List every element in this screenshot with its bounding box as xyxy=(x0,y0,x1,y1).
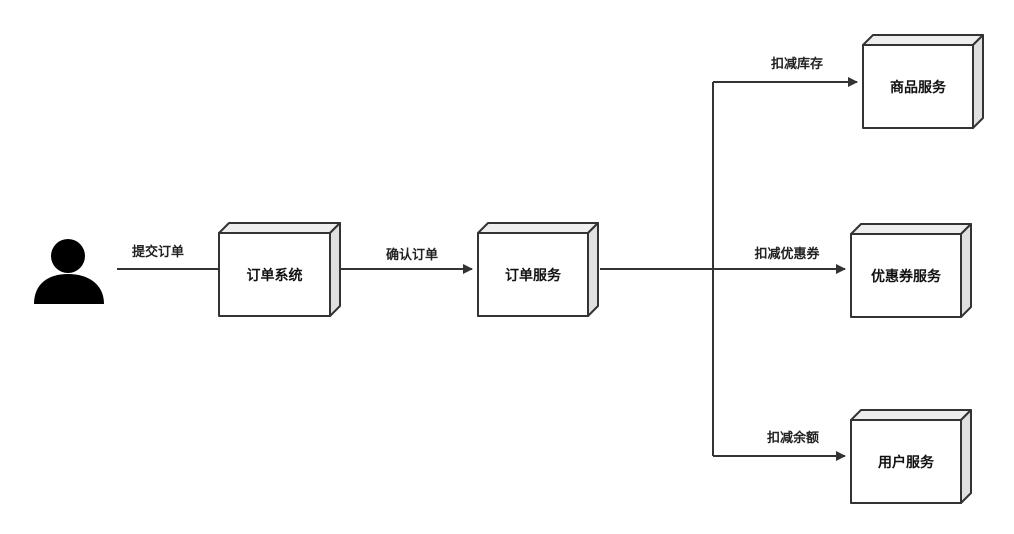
edge-label-confirm-order: 确认订单 xyxy=(386,247,438,263)
connectors xyxy=(117,77,858,461)
edge-label-deduct-coupon: 扣减优惠券 xyxy=(754,246,820,262)
node-user-service[interactable] xyxy=(850,409,972,504)
edge-label-deduct-stock: 扣减库存 xyxy=(771,56,823,72)
node-order-system[interactable] xyxy=(218,222,341,317)
node-order-service[interactable] xyxy=(477,222,599,317)
node-coupon-service-label: 优惠券服务 xyxy=(871,268,942,285)
node-product-service[interactable] xyxy=(862,34,984,129)
node-product-service-label: 商品服务 xyxy=(890,79,947,96)
edge-label-submit-order: 提交订单 xyxy=(132,244,184,260)
edge-label-deduct-balance: 扣减余额 xyxy=(767,430,819,446)
node-coupon-service[interactable] xyxy=(850,223,972,318)
node-order-service-label: 订单服务 xyxy=(505,267,562,284)
node-user-service-label: 用户服务 xyxy=(878,454,935,471)
user-silhouette-icon xyxy=(34,239,104,304)
node-order-system-label: 订单系统 xyxy=(247,267,303,284)
